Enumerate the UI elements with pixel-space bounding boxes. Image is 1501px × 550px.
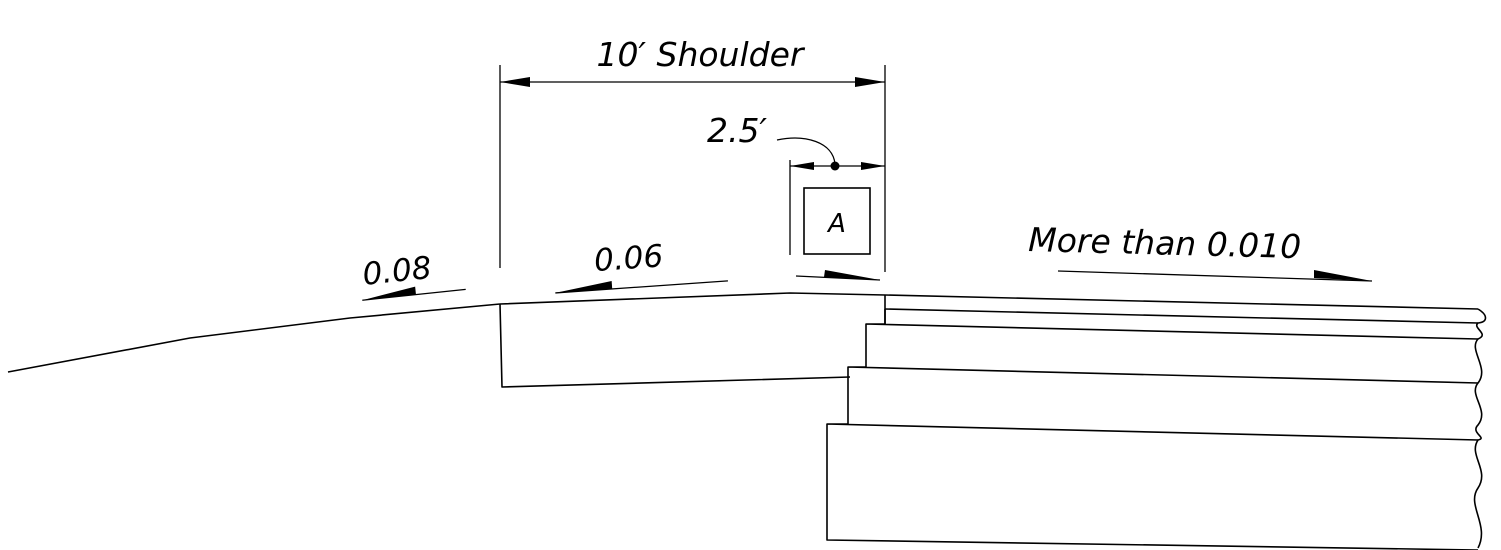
pavement-surface — [884, 294, 1479, 310]
base-course — [847, 366, 1479, 424]
slope-pavement-label: More than 0.010 — [1028, 220, 1302, 266]
leader-dot — [830, 161, 840, 171]
pavement-layers — [826, 294, 1479, 550]
slope-arrow-pavement: More than 0.010 — [1028, 220, 1373, 282]
slope-arrow-outer: 0.08 — [361, 250, 466, 301]
offset-label: 2.5′ — [707, 111, 767, 150]
shoulder-dimension: 10′ Shoulder — [499, 35, 886, 272]
slope-arrow-shoulder: 0.06 — [555, 238, 728, 294]
shoulder-slab — [499, 292, 886, 388]
embankment-ground-line — [7, 303, 501, 373]
break-line — [1473, 308, 1487, 549]
detail-tag-label: A — [826, 209, 846, 239]
offset-dimension: 2.5′ — [707, 111, 885, 255]
slope-outer-label: 0.08 — [361, 250, 433, 293]
slope-shoulder-label: 0.06 — [593, 238, 664, 279]
slope-arrow-joint — [795, 270, 881, 281]
leader-line — [776, 137, 836, 165]
surface-course — [884, 308, 1479, 324]
shoulder-width-label: 10′ Shoulder — [597, 35, 806, 74]
binder-course — [865, 309, 1479, 367]
detail-tag[interactable]: A — [803, 187, 871, 255]
subbase-course — [826, 423, 1479, 550]
